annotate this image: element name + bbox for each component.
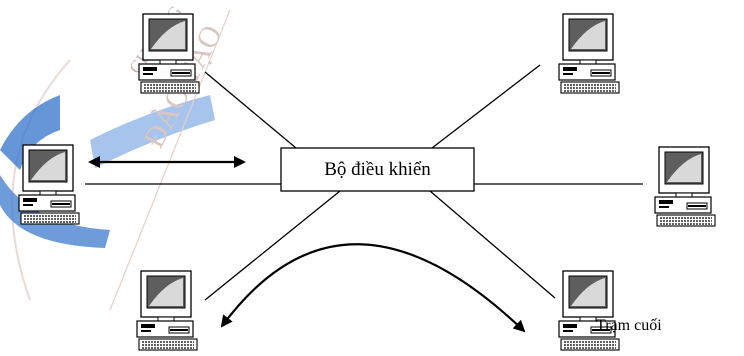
link-bottom-left	[204, 190, 341, 301]
link-top-left	[204, 71, 297, 149]
link-bottom-right	[429, 190, 556, 299]
curved-arrow	[220, 243, 526, 333]
computer-icon-top-right	[558, 13, 620, 94]
computer-icon-bottom-left	[136, 270, 198, 351]
terminal-label: Trạm cuối	[596, 317, 662, 334]
computer-icon-bottom-right	[558, 270, 620, 351]
hub-box	[280, 147, 475, 192]
link-top-right	[431, 64, 541, 149]
connections	[85, 64, 643, 301]
hub-label: Bộ điều khiển	[324, 158, 431, 180]
computer-icon-right	[654, 146, 716, 227]
